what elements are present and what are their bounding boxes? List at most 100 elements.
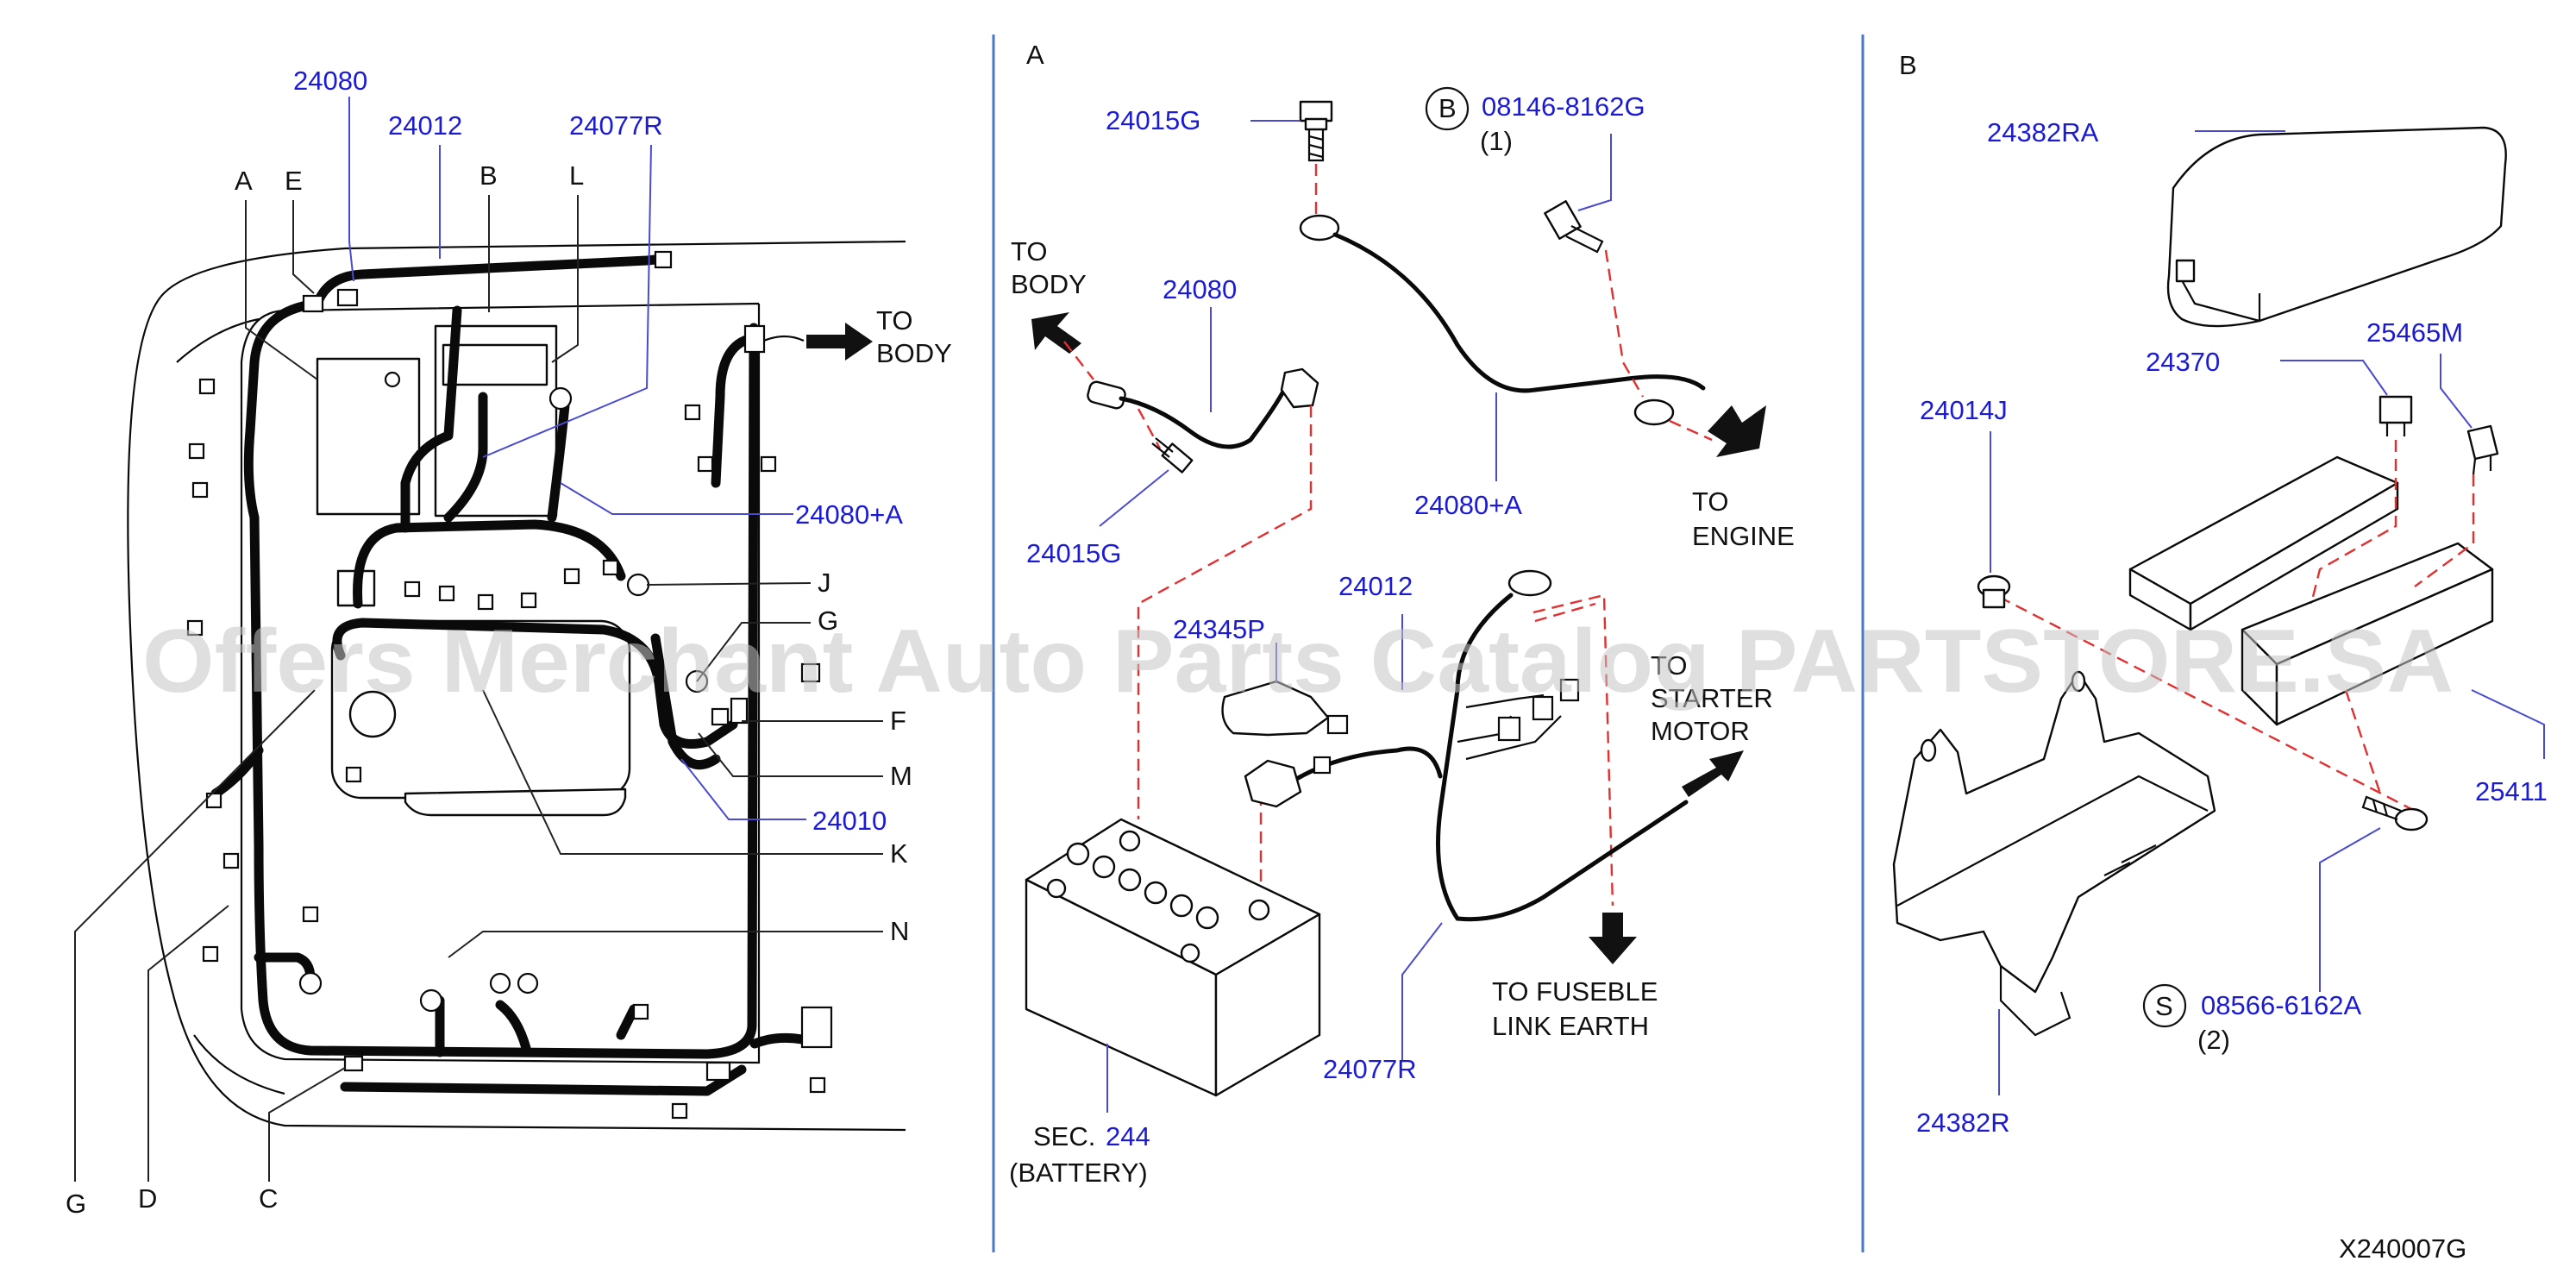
leader-bolt-08146: [1577, 134, 1612, 211]
harness-left-spur: [210, 745, 264, 799]
leader-J: [646, 582, 812, 586]
connector: [477, 593, 494, 611]
guide-top-right: [1534, 602, 1596, 623]
grommet: [626, 573, 650, 597]
connector: [336, 288, 359, 307]
part-number-24077R: 24077R: [569, 110, 663, 141]
grommet: [298, 971, 323, 995]
harness-vertical-2: [443, 392, 488, 523]
leader-N: [448, 931, 883, 958]
fender-line: [176, 317, 260, 363]
fuse-block-side: [2275, 568, 2494, 726]
harness-bottom-spur-2: [495, 1000, 531, 1053]
harness-left-trunk: [243, 298, 759, 1059]
part-number-25411: 25411: [2475, 776, 2548, 806]
harness-main-top: [312, 254, 669, 309]
diagram-code: X240007G: [2339, 1233, 2466, 1264]
leader-G1: [696, 622, 811, 682]
harness-engine-top: [353, 519, 626, 609]
to-starter-line1: TO: [1651, 650, 1688, 681]
screw-quantity: (2): [2197, 1025, 2230, 1055]
connector: [1559, 678, 1580, 702]
guide-to-engine: [1669, 419, 1713, 442]
bracket-hole-2: [2071, 670, 2086, 693]
section-letter-B: B: [1899, 50, 1917, 80]
harness-engine-loop: [332, 618, 738, 749]
screw-08566-6162A: [2361, 795, 2429, 831]
bracket-24382R: [1892, 671, 2216, 994]
callout-N: N: [890, 916, 909, 946]
callout-K: K: [890, 838, 908, 869]
part-number-25465M: 25465M: [2366, 317, 2463, 348]
grommet: [489, 972, 511, 995]
guide-clamp-to-battery-top: [1137, 405, 1313, 819]
ring-terminal-top: [1299, 214, 1340, 242]
connector: [345, 766, 362, 783]
guide-relay-to-block: [2310, 440, 2397, 605]
guide-clip-to-screw: [1998, 595, 2416, 813]
guide-bolt-to-engine: [1604, 249, 1645, 398]
leader-24010: [680, 758, 806, 820]
part-number-24014J: 24014J: [1920, 395, 2008, 425]
to-engine-line2: ENGINE: [1692, 521, 1795, 551]
cover-latch: [2175, 259, 2196, 283]
leader-24080A-left: [560, 482, 793, 515]
callout-J: J: [818, 568, 831, 598]
to-engine-line1: TO: [1692, 486, 1729, 517]
part-number-24077R-a: 24077R: [1323, 1054, 1417, 1084]
leader-E: [292, 200, 315, 294]
cable-24080: [1119, 386, 1288, 449]
to-starter-line3: MOTOR: [1651, 716, 1750, 746]
part-number-24382R: 24382R: [1916, 1107, 2010, 1138]
to-fuse-line1: TO FUSEBLE: [1492, 976, 1658, 1007]
callout-C: C: [259, 1183, 278, 1214]
oil-pan: [404, 787, 627, 817]
arrow-to-body-a: [1031, 312, 1081, 354]
bolt-quantity: (1): [1480, 126, 1513, 156]
cable-24012-main: [1436, 593, 1689, 922]
vehicle-front-outline: [127, 240, 906, 1132]
to-body-label-line2: BODY: [876, 338, 952, 368]
leader-24077R: [1401, 922, 1443, 1061]
engine-room-harness-panel: 24080 24012 24077R 24080+A 24010 A E B L…: [66, 66, 952, 1219]
to-starter-line2: STARTER: [1651, 683, 1773, 713]
connector: [438, 585, 455, 602]
connector: [743, 324, 766, 354]
connector: [563, 568, 580, 585]
leader-M: [698, 732, 883, 777]
ring-terminal-24012: [1507, 569, 1552, 597]
connector: [654, 250, 673, 269]
connector: [711, 707, 730, 726]
fuse-legs: [2472, 455, 2492, 475]
arrow-to-body-left: [806, 323, 873, 361]
section-letter-A: A: [1026, 40, 1044, 70]
connector: [223, 852, 240, 869]
watermark-text: Offers Merchant Auto Parts Catalog PARTS…: [142, 612, 2454, 712]
harness-vertical-1: [400, 305, 462, 533]
part-number-24015G-bottom: 24015G: [1026, 538, 1121, 568]
callout-M: M: [890, 761, 912, 791]
to-body-a-line2: BODY: [1011, 269, 1087, 299]
harness-bottom-spur-3: [616, 1004, 639, 1040]
leader-25465M: [2440, 354, 2473, 429]
leader-K: [482, 689, 883, 855]
leader-24015G-bottom: [1099, 469, 1169, 527]
connector: [186, 619, 204, 637]
branch-wire-3: [1465, 715, 1562, 761]
arrow-to-fuse-link: [1589, 913, 1637, 964]
callout-F: F: [890, 706, 906, 736]
terminal-cover-24345P: [1221, 680, 1330, 737]
grommet: [384, 371, 401, 388]
callout-G-lower: G: [66, 1189, 86, 1219]
part-number-24015G-top: 24015G: [1106, 105, 1200, 135]
callout-E: E: [285, 166, 303, 196]
bolt-08146-8162G: [1544, 200, 1604, 254]
connector: [202, 945, 219, 963]
cable-24080-plus-a: [1332, 232, 1706, 393]
guide-fuse-to-block: [2414, 474, 2475, 587]
connector: [705, 1061, 731, 1082]
connector: [730, 697, 749, 725]
badge-S: [2142, 983, 2187, 1028]
callout-A: A: [235, 166, 253, 196]
guide-body-terminal: [1063, 341, 1094, 380]
